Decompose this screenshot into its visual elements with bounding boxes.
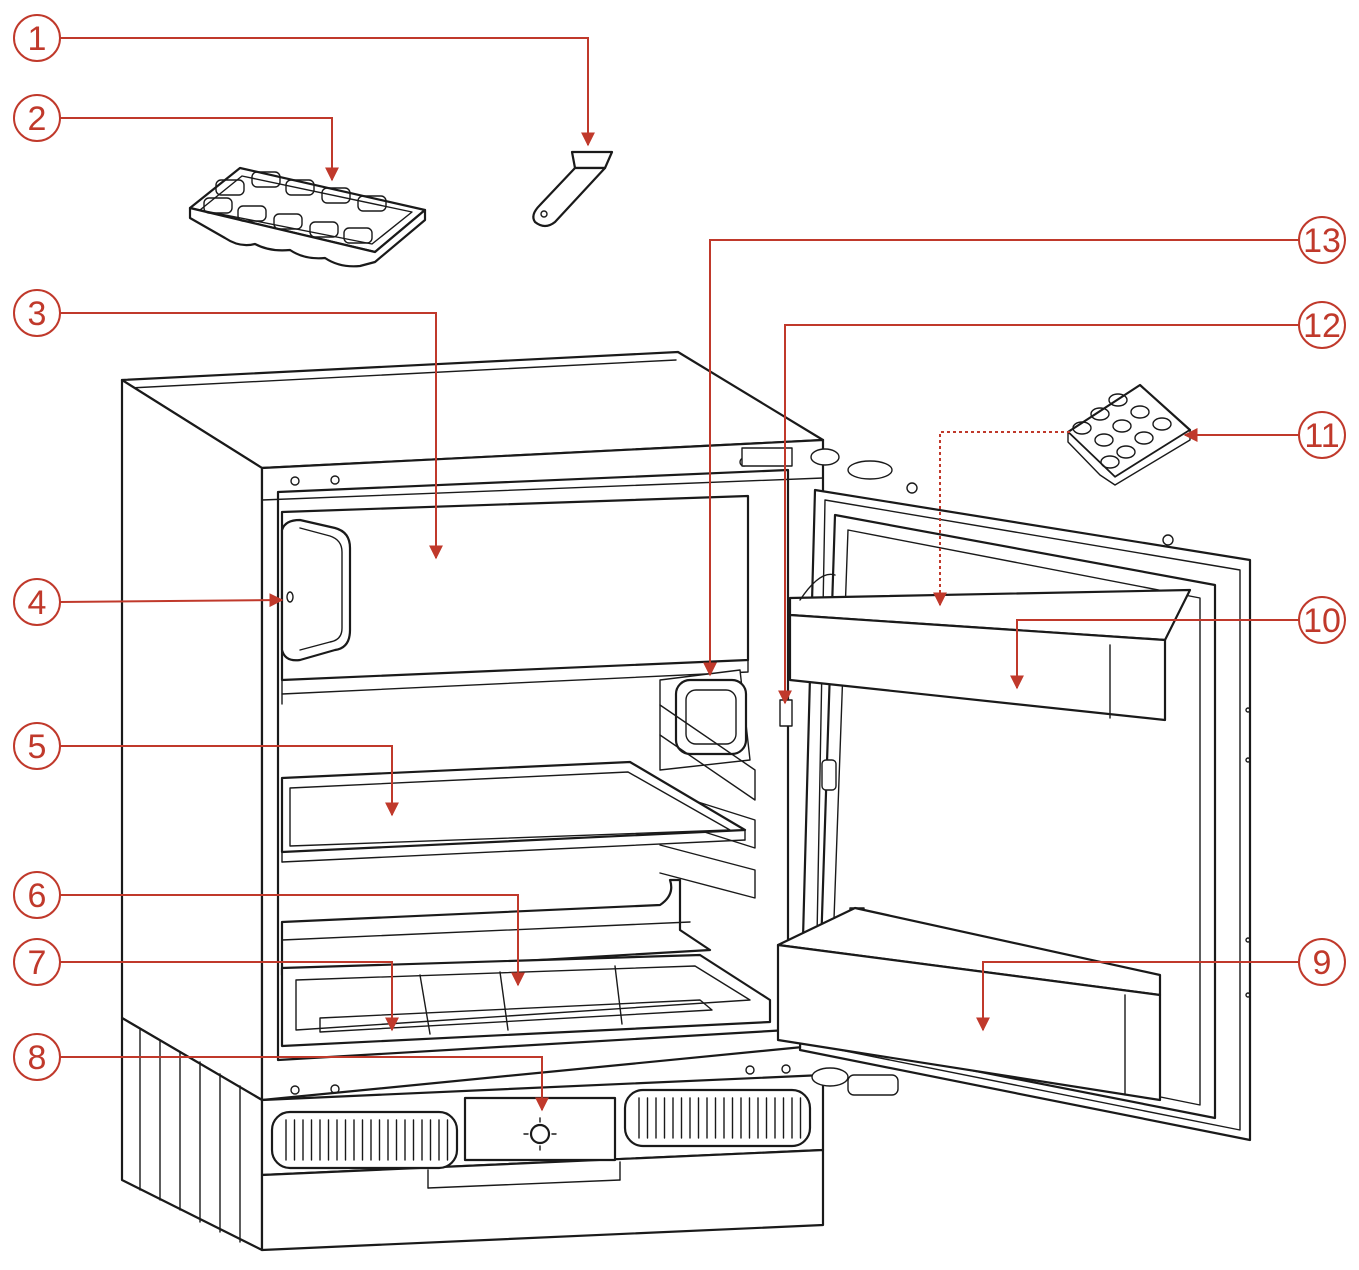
egg-tray bbox=[1066, 383, 1192, 486]
callout-number: 9 bbox=[1313, 944, 1332, 982]
shelf-rails bbox=[659, 704, 756, 899]
callout-9: 9 bbox=[976, 938, 1346, 1032]
callout-leader-line bbox=[60, 961, 399, 1032]
egg-cup bbox=[1090, 407, 1110, 421]
crisper-drawer bbox=[280, 953, 772, 1048]
egg-cup bbox=[1100, 455, 1120, 469]
egg-cup bbox=[1072, 421, 1092, 435]
egg-cup bbox=[1130, 405, 1150, 419]
callout-leader-line bbox=[60, 37, 595, 147]
callout-leader-line bbox=[778, 324, 1299, 705]
vent-grille-right bbox=[638, 1097, 802, 1139]
ice-tray-cell bbox=[215, 179, 245, 196]
callout-leader-line bbox=[703, 239, 1299, 677]
callout-badge bbox=[1298, 938, 1346, 986]
callout-leader-line bbox=[59, 593, 284, 608]
callout-10: 10 bbox=[1010, 596, 1346, 690]
door-lower-bin bbox=[776, 906, 1162, 1102]
callout-11: 11 bbox=[1183, 411, 1346, 459]
callout-number: 8 bbox=[28, 1039, 47, 1077]
egg-cup bbox=[1108, 393, 1128, 407]
callout-number: 13 bbox=[1303, 222, 1341, 260]
ice-tray-cell bbox=[251, 171, 281, 188]
door-upper-shelf bbox=[788, 573, 1192, 722]
base-plinth bbox=[120, 1016, 825, 1252]
callout-leader-line bbox=[60, 894, 525, 987]
callout-number: 7 bbox=[28, 944, 47, 982]
callout-number: 10 bbox=[1303, 602, 1341, 640]
ice-scraper bbox=[532, 150, 614, 228]
callout-6: 6 bbox=[13, 871, 525, 987]
glass-shelf bbox=[280, 760, 747, 863]
callout-number: 6 bbox=[28, 877, 47, 915]
egg-cup bbox=[1152, 417, 1172, 431]
callout-2: 2 bbox=[13, 94, 339, 182]
callout-number: 3 bbox=[28, 295, 47, 333]
callout-number: 1 bbox=[28, 20, 47, 58]
egg-cup bbox=[1134, 431, 1154, 445]
callout-badge bbox=[13, 14, 61, 62]
callout-leader-line bbox=[60, 312, 443, 560]
callout-12: 12 bbox=[778, 301, 1346, 705]
callout-1: 1 bbox=[13, 14, 595, 147]
egg-cup bbox=[1112, 419, 1132, 433]
callout-leader-line bbox=[60, 1056, 549, 1112]
callout-badge bbox=[13, 938, 61, 986]
ice-tray-cell bbox=[285, 179, 315, 196]
callout-badge bbox=[1298, 411, 1346, 459]
ice-tray-cell bbox=[273, 213, 303, 230]
callout-7: 7 bbox=[13, 938, 399, 1032]
ice-tray-cell bbox=[343, 227, 373, 244]
sensor-unit bbox=[659, 669, 751, 771]
egg-cup bbox=[1094, 433, 1114, 447]
ice-tray-cell bbox=[357, 195, 387, 212]
callout-number: 2 bbox=[28, 100, 47, 138]
callout-number: 12 bbox=[1303, 307, 1341, 345]
ice-tray-cell bbox=[321, 187, 351, 204]
ice-tray-cells bbox=[203, 171, 387, 244]
callout-leader-line bbox=[60, 117, 339, 182]
ice-tray-cell bbox=[309, 221, 339, 238]
callout-11-secondary-leader bbox=[933, 431, 1070, 607]
egg-cup bbox=[1116, 445, 1136, 459]
callout-badge bbox=[13, 1033, 61, 1081]
callout-number: 11 bbox=[1304, 417, 1339, 455]
callout-number: 5 bbox=[28, 728, 47, 766]
callout-badge bbox=[13, 289, 61, 337]
callout-number: 4 bbox=[28, 584, 47, 622]
callout-13: 13 bbox=[703, 216, 1346, 677]
callout-badge bbox=[1298, 596, 1346, 644]
callout-badge bbox=[1298, 301, 1346, 349]
callout-leader-line bbox=[60, 745, 399, 817]
callout-5: 5 bbox=[13, 722, 399, 817]
callout-badge bbox=[13, 94, 61, 142]
light-housing bbox=[280, 518, 352, 662]
ice-cube-tray bbox=[188, 166, 427, 268]
door-stopper bbox=[779, 699, 793, 727]
egg-tray-cups bbox=[1072, 393, 1172, 469]
callout-badge bbox=[13, 722, 61, 770]
callout-badge bbox=[1298, 216, 1346, 264]
vent-grille-left bbox=[285, 1119, 449, 1161]
ice-tray-cell bbox=[237, 205, 267, 222]
crisper-cover bbox=[280, 878, 712, 977]
callout-4: 4 bbox=[13, 578, 284, 626]
callout-3: 3 bbox=[13, 289, 443, 560]
callout-leader-line bbox=[976, 961, 1299, 1032]
callout-8: 8 bbox=[13, 1033, 549, 1112]
callout-badge bbox=[13, 871, 61, 919]
ice-tray-cell bbox=[203, 197, 233, 214]
callout-badge bbox=[13, 578, 61, 626]
callout-leader-line bbox=[1010, 619, 1299, 690]
